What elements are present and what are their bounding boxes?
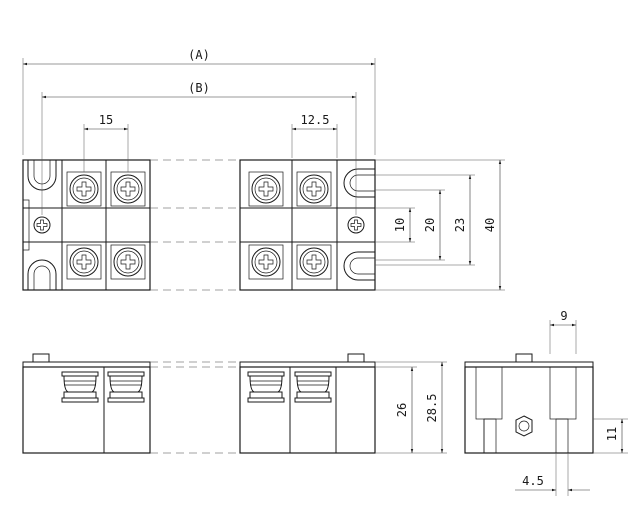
dim-mount-length: (B) xyxy=(188,81,210,95)
dim-20: 20 xyxy=(423,218,437,232)
dim-11: 11 xyxy=(605,427,619,441)
dim-26: 26 xyxy=(395,403,409,417)
terminal-screw xyxy=(248,171,284,207)
top-body-right xyxy=(239,159,376,291)
terminal-screw xyxy=(296,244,332,280)
terminal-screw xyxy=(66,244,102,280)
dim-23: 23 xyxy=(453,218,467,232)
side-view: 9 11 4.5 xyxy=(464,309,628,496)
terminal-screw xyxy=(66,171,102,207)
dim-10: 10 xyxy=(393,218,407,232)
terminal-screw xyxy=(110,244,146,280)
dim-4-5: 4.5 xyxy=(522,474,544,488)
terminal-screw xyxy=(296,171,332,207)
terminal-screw xyxy=(110,171,146,207)
dim-28-5: 28.5 xyxy=(425,394,439,423)
dim-40: 40 xyxy=(483,218,497,232)
dim-pitch-right: 12.5 xyxy=(301,113,330,127)
terminal-screw xyxy=(248,244,284,280)
dim-9: 9 xyxy=(560,309,567,323)
top-view: (A) (B) 15 12.5 10 20 23 40 xyxy=(22,48,505,291)
dim-pitch-left: 15 xyxy=(99,113,113,127)
front-view: 26 28.5 xyxy=(22,353,447,454)
dim-overall-length: (A) xyxy=(188,48,210,62)
